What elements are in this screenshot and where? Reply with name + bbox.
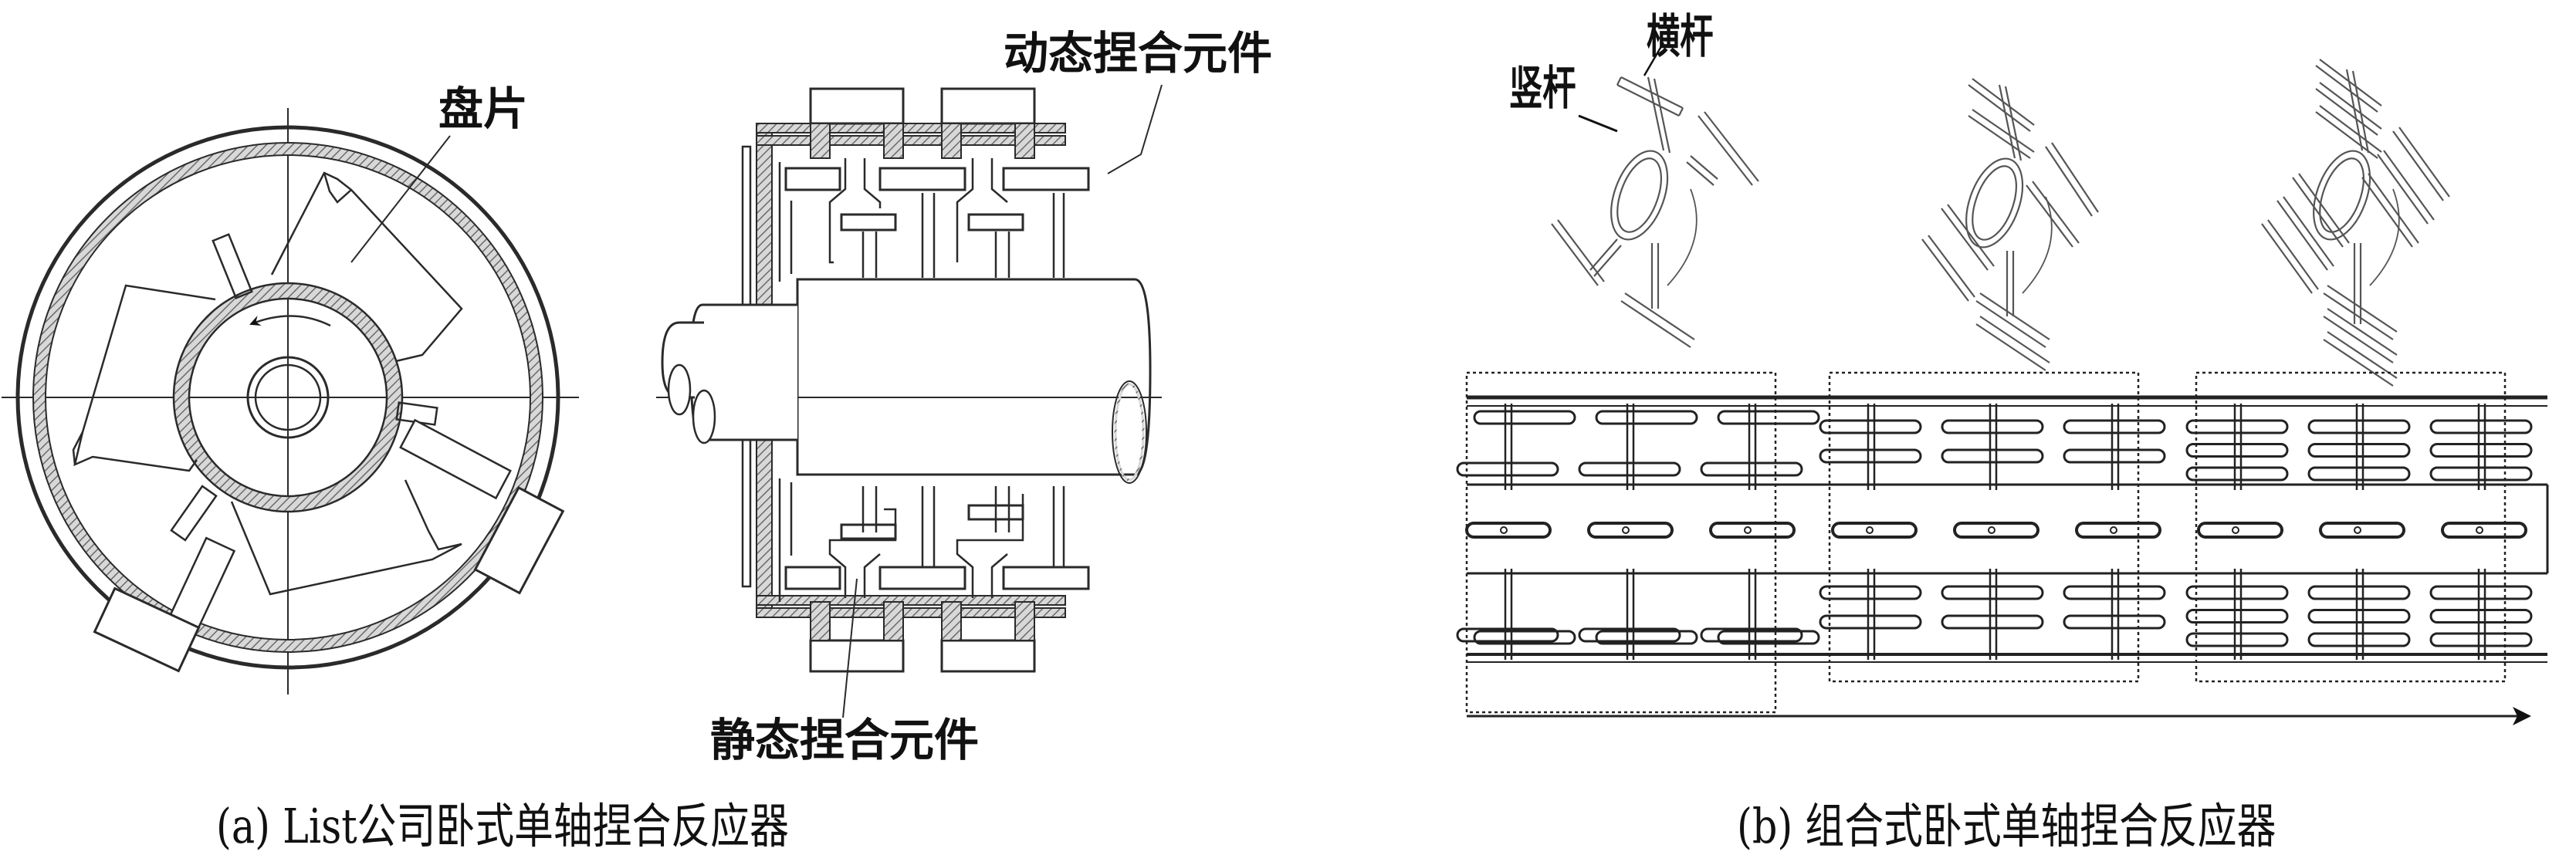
paddle-variant-3 (2261, 59, 2450, 387)
label-cross-bar: 横杆 (1647, 10, 1714, 64)
paddle-variant-2 (1921, 78, 2099, 371)
dynamic-kneading-elements (778, 158, 1090, 282)
disc-segment-bottom (230, 479, 462, 596)
cross-bar (1717, 630, 1820, 645)
middle-bar (2441, 522, 2527, 539)
stub-shaft (661, 303, 797, 444)
middle-bar (1587, 522, 1674, 539)
section-box-2 (1828, 371, 2140, 683)
cross-bar (1456, 627, 1559, 643)
middle-bar-joint (2476, 526, 2483, 534)
cross-bar (2185, 419, 2289, 434)
bottom-port-2 (940, 639, 1036, 673)
cross-bar (2307, 466, 2411, 482)
label-disc: 盘片 (438, 83, 529, 135)
middle-bar-joint (2232, 526, 2239, 534)
panel-a-disc-view (2, 108, 579, 694)
cross-bar (1700, 461, 1803, 477)
cross-bar (1700, 627, 1803, 643)
scraper-arm-right (399, 418, 565, 595)
cross-bar (1578, 461, 1681, 477)
middle-bar (2197, 522, 2283, 539)
cross-bar (1595, 410, 1698, 425)
middle-bar (1709, 522, 1796, 539)
section-box-3 (2195, 371, 2507, 683)
cross-bar (1578, 627, 1681, 643)
cross-bar (1941, 448, 2044, 464)
middle-bar-joint (1988, 526, 1995, 534)
cross-bar (1473, 630, 1576, 645)
cross-bar (2185, 609, 2289, 624)
scraper-arm-bottom (93, 536, 236, 673)
leader-line-disc (350, 135, 451, 263)
cross-bar (2185, 585, 2289, 600)
cross-bar (2429, 585, 2533, 600)
middle-bar-joint (1744, 526, 1752, 534)
cross-bar (2185, 443, 2289, 458)
middle-bar (1831, 522, 1918, 539)
cross-bar (1595, 630, 1698, 645)
cross-bar (2307, 443, 2411, 458)
label-static-kneading-element: 静态捏合元件 (710, 714, 980, 766)
label-vertical-bar: 竖杆 (1509, 62, 1576, 116)
caption-panel-b: (b) 组合式卧式单轴捏合反应器 (1737, 798, 2276, 854)
middle-bar (1465, 522, 1552, 539)
cross-bar (2185, 466, 2289, 482)
cross-bar (2063, 614, 2166, 630)
section-box-1 (1465, 371, 1777, 714)
cross-bar (2429, 419, 2533, 434)
cross-bar (1717, 410, 1820, 425)
cross-bar (1941, 614, 2044, 630)
outer-shell-inner-hatched (33, 143, 543, 652)
panel-b-paddle-views (1551, 42, 2450, 387)
cross-bar (2307, 585, 2411, 600)
bottom-port-1 (809, 639, 905, 673)
cross-bar (2063, 448, 2166, 464)
leader-line-static (842, 578, 858, 718)
leader-line-vertical-bar (1578, 114, 1618, 133)
middle-bar-joint (2110, 526, 2117, 534)
cross-bar (2185, 632, 2289, 647)
cross-bar (2307, 632, 2411, 647)
static-kneading-elements (778, 478, 1090, 602)
leader-line-dynamic (1107, 84, 1163, 174)
panel-b-unrolled-strip (1456, 371, 2549, 725)
shaft-ring-hatched (174, 284, 401, 511)
cross-bar (1941, 419, 2044, 434)
cross-bar (2307, 609, 2411, 624)
cross-bar (2429, 466, 2533, 482)
cross-bar (1941, 585, 2044, 600)
middle-bar (2075, 522, 2161, 539)
cross-bar (1819, 614, 1922, 630)
middle-bar-joint (1500, 526, 1508, 534)
top-port-2 (940, 87, 1036, 125)
top-port-1 (809, 87, 905, 125)
cross-bar (1456, 461, 1559, 477)
label-dynamic-kneading-element: 动态捏合元件 (1004, 27, 1273, 79)
middle-bar-joint (2354, 526, 2361, 534)
cross-bar (1473, 410, 1576, 425)
cross-bar (1819, 419, 1922, 434)
rotation-arrow-icon (249, 315, 331, 327)
middle-bar (1953, 522, 2039, 539)
pin-top (212, 233, 253, 299)
cross-bar (2063, 585, 2166, 600)
cross-bar (2307, 419, 2411, 434)
cross-bar (1819, 448, 1922, 464)
pin-bottom-left (170, 485, 218, 542)
panel-a-axial-view (656, 84, 1163, 718)
leader-line-cross-bar (1643, 42, 1665, 76)
cross-bar (2063, 419, 2166, 434)
cross-bar (2429, 443, 2533, 458)
outer-shell-outer (15, 125, 560, 670)
cross-bar (2429, 609, 2533, 624)
middle-bar (2319, 522, 2405, 539)
caption-panel-a: (a) List公司卧式单轴捏合反应器 (216, 798, 789, 854)
cross-bar (1819, 585, 1922, 600)
cross-bar (2429, 632, 2533, 647)
inner-shaft (246, 356, 330, 439)
middle-bar-joint (1622, 526, 1630, 534)
middle-bar-joint (1866, 526, 1874, 534)
